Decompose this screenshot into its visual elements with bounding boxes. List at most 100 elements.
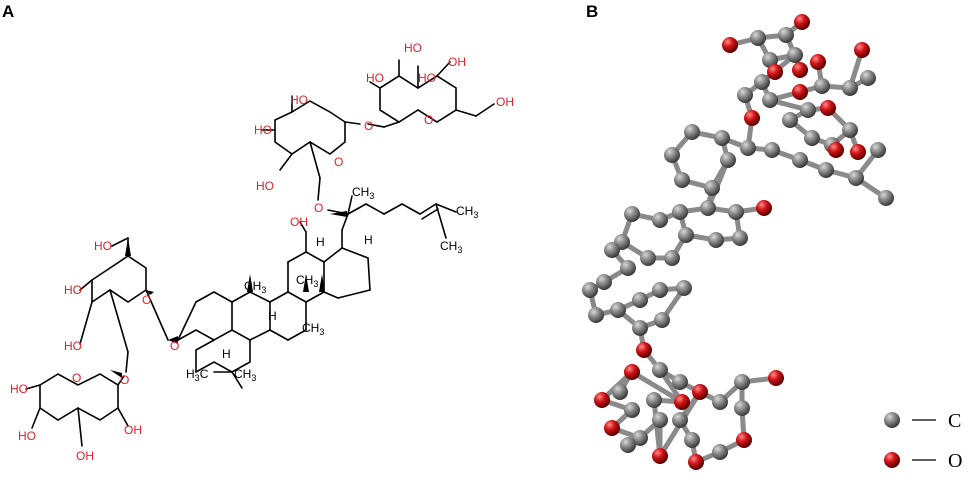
carbon-atom xyxy=(778,27,794,43)
carbon-atom xyxy=(754,74,770,90)
carbon-atom xyxy=(678,227,694,243)
carbon-atom xyxy=(842,80,858,96)
carbon-atom xyxy=(762,52,778,68)
oxygen-atom xyxy=(722,37,738,53)
label-ch3: CH3 xyxy=(244,279,266,295)
carbon-atom xyxy=(740,140,756,156)
label-o: O xyxy=(314,201,323,215)
carbon-atom xyxy=(762,92,778,108)
ball-and-stick-model xyxy=(582,14,894,470)
label-ho: HO xyxy=(254,123,272,137)
carbon-atom xyxy=(708,232,724,248)
oxygen-atom xyxy=(820,100,836,116)
carbon-atom xyxy=(782,112,798,128)
oxygen-legend-swatch xyxy=(884,452,900,468)
carbon-atom xyxy=(750,30,766,46)
oxygen-atom xyxy=(652,448,668,464)
carbon-atom xyxy=(672,204,688,220)
oxygen-atom xyxy=(692,384,708,400)
carbon-atom xyxy=(804,130,820,146)
atom-legend: C O xyxy=(884,410,962,472)
label-ho: HO xyxy=(404,41,422,55)
label-oh: OH xyxy=(290,215,308,229)
carbon-atom xyxy=(604,242,620,258)
carbon-atom xyxy=(792,152,808,168)
carbon-atom xyxy=(588,307,604,323)
carbon-atom xyxy=(800,102,816,118)
label-oh: OH xyxy=(448,55,466,69)
label-o: O xyxy=(170,339,179,353)
carbon-atom xyxy=(720,152,736,168)
model-bond xyxy=(629,369,685,405)
carbon-atom xyxy=(672,374,688,390)
oxygen-labels: HO HO HO OH OH O O HO HO O HO O OH HO O … xyxy=(10,41,514,463)
oxygen-atom xyxy=(624,364,640,380)
label-ho: HO xyxy=(366,71,384,85)
panel-b-label: B xyxy=(586,2,598,21)
oxygen-atom xyxy=(636,342,652,358)
carbon-atom xyxy=(684,124,700,140)
carbon-atom xyxy=(676,280,692,296)
label-oh: OH xyxy=(76,449,94,463)
label-o: O xyxy=(424,113,433,127)
oxygen-atom xyxy=(756,200,772,216)
carbon-atom xyxy=(652,282,668,298)
carbon-atom xyxy=(632,320,648,336)
oxygen-atom xyxy=(792,62,808,78)
carbon-atom xyxy=(652,412,668,428)
carbon-atom xyxy=(646,392,662,408)
carbon-atom xyxy=(684,432,700,448)
label-h: H xyxy=(316,235,325,249)
label-o: O xyxy=(120,373,129,387)
label-o: O xyxy=(364,119,373,133)
carbon-atom xyxy=(732,230,748,246)
carbon-atom xyxy=(764,142,780,158)
carbon-atom xyxy=(624,206,640,222)
label-ch3: CH3 xyxy=(456,204,478,220)
carbon-atom xyxy=(734,400,750,416)
oxygen-atom xyxy=(744,110,760,126)
carbon-atom xyxy=(654,312,670,328)
label-h: H xyxy=(268,309,277,323)
label-ch3: CH3 xyxy=(302,321,324,337)
label-o: O xyxy=(72,371,81,385)
oxygen-atom xyxy=(767,64,783,80)
oxygen-atom xyxy=(794,14,810,30)
carbon-atom xyxy=(712,444,728,460)
carbon-atom xyxy=(818,162,834,178)
label-ho: HO xyxy=(94,239,112,253)
carbon-atom xyxy=(870,142,886,158)
oxygen-atom xyxy=(688,454,704,470)
carbon-atom xyxy=(620,260,636,276)
label-ho: HO xyxy=(64,283,82,297)
oxygen-atom xyxy=(604,420,620,436)
label-o: O xyxy=(142,293,151,307)
carbon-atom xyxy=(582,282,598,298)
carbon-atom xyxy=(672,412,688,428)
oxygen-atom xyxy=(810,54,826,70)
carbon-atom xyxy=(652,362,668,378)
oxygen-atom xyxy=(854,42,870,58)
oxygen-atom xyxy=(828,142,844,158)
label-ch3: CH3 xyxy=(234,367,256,383)
oxygen-atom xyxy=(768,370,784,386)
label-ho: HO xyxy=(18,429,36,443)
oxygen-atom xyxy=(674,394,690,410)
label-ho: HO xyxy=(418,71,436,85)
carbon-legend-swatch xyxy=(884,412,900,428)
wedge-bonds xyxy=(110,211,347,378)
oxygen-legend-label: O xyxy=(948,450,962,472)
label-ho: HO xyxy=(64,339,82,353)
carbon-atom xyxy=(632,292,648,308)
carbon-atom xyxy=(787,47,803,63)
carbon-atom xyxy=(596,274,612,290)
label-ch3: CH3 xyxy=(440,239,462,255)
panel-a-label: A xyxy=(2,2,14,21)
oxygen-atom xyxy=(850,144,866,160)
carbon-atom xyxy=(860,70,876,86)
carbon-atom xyxy=(734,374,750,390)
oxygen-atom xyxy=(736,432,752,448)
carbon-atom xyxy=(652,212,668,228)
carbon-atom xyxy=(674,172,690,188)
